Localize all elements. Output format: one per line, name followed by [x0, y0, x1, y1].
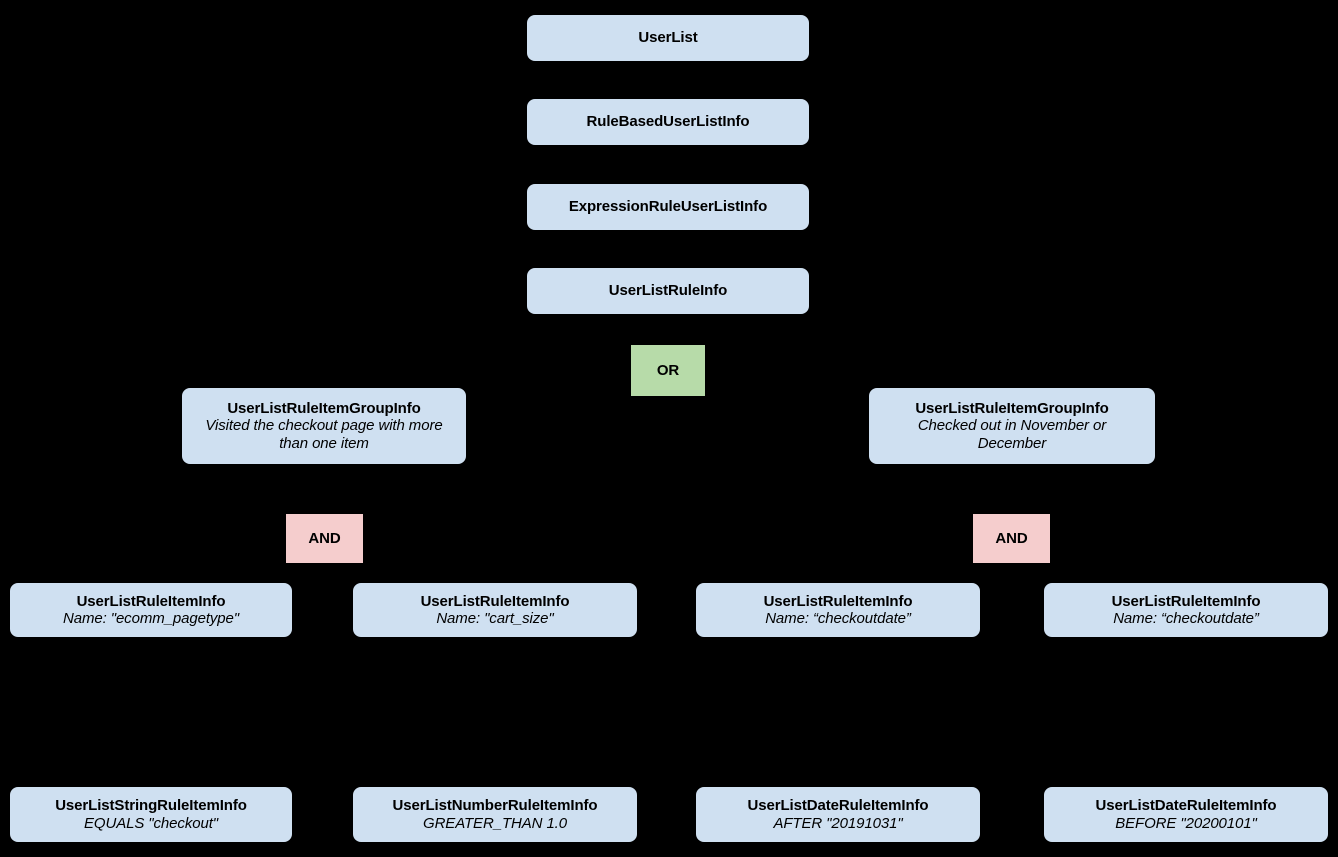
node-title: ExpressionRuleUserListInfo	[568, 198, 768, 216]
node-subtitle: EQUALS "checkout"	[83, 814, 218, 832]
node-subtitle: Visited the checkout page with more than…	[205, 417, 443, 452]
node-rule-based-user-list-info[interactable]: RuleBasedUserListInfo	[527, 99, 809, 145]
operator-label: AND	[308, 529, 341, 547]
node-title: UserListRuleItemGroupInfo	[915, 399, 1109, 417]
node-title: UserListDateRuleItemInfo	[1095, 797, 1277, 815]
node-subtitle: Checked out in November or December	[917, 417, 1107, 452]
node-title: UserList	[638, 29, 698, 47]
node-date-rule-item-info-after[interactable]: UserListDateRuleItemInfo AFTER "20191031…	[696, 787, 980, 842]
edge-or-groupleft	[323, 370, 632, 389]
operator-label: OR	[656, 361, 680, 379]
node-rule-item-cart-size[interactable]: UserListRuleItemInfo Name: "cart_size"	[353, 583, 637, 637]
node-expression-rule-user-list-info[interactable]: ExpressionRuleUserListInfo	[527, 184, 809, 230]
node-string-rule-item-info[interactable]: UserListStringRuleItemInfo EQUALS "check…	[10, 787, 292, 842]
node-rule-item-group-left[interactable]: UserListRuleItemGroupInfo Visited the ch…	[182, 388, 466, 464]
edge-andright-item4	[1040, 537, 1187, 583]
node-title: UserListRuleItemGroupInfo	[227, 399, 421, 417]
node-rule-item-group-right[interactable]: UserListRuleItemGroupInfo Checked out in…	[869, 388, 1155, 464]
node-subtitle: Name: "ecomm_pagetype"	[62, 610, 240, 627]
node-rule-item-checkoutdate-after[interactable]: UserListRuleItemInfo Name: “checkoutdate…	[696, 583, 980, 637]
node-user-list-rule-info[interactable]: UserListRuleInfo	[527, 268, 809, 314]
edge-andleft-item1	[150, 537, 295, 583]
node-title: UserListRuleInfo	[608, 282, 728, 300]
operator-node-and-right[interactable]: AND	[973, 514, 1050, 563]
node-subtitle: Name: "cart_size"	[436, 610, 554, 627]
node-user-list[interactable]: UserList	[527, 15, 809, 61]
node-title: UserListNumberRuleItemInfo	[392, 797, 598, 815]
node-title: UserListDateRuleItemInfo	[747, 797, 929, 815]
node-title: UserListRuleItemInfo	[763, 592, 913, 610]
node-title: UserListRuleItemInfo	[420, 592, 570, 610]
node-date-rule-item-info-before[interactable]: UserListDateRuleItemInfo BEFORE "2020010…	[1044, 787, 1328, 842]
node-subtitle: BEFORE "20200101"	[1115, 814, 1257, 832]
operator-label: AND	[995, 529, 1028, 547]
node-subtitle: Name: “checkoutdate”	[1113, 610, 1259, 627]
node-title: UserListStringRuleItemInfo	[55, 797, 247, 815]
node-title: UserListRuleItemInfo	[1111, 592, 1261, 610]
node-title: RuleBasedUserListInfo	[586, 113, 750, 131]
node-rule-item-ecomm-pagetype[interactable]: UserListRuleItemInfo Name: "ecomm_pagety…	[10, 583, 292, 637]
edge-or-groupright	[705, 370, 1012, 389]
node-subtitle: AFTER "20191031"	[773, 814, 903, 832]
operator-node-or[interactable]: OR	[631, 345, 705, 396]
edge-andright-item3	[837, 537, 982, 583]
operator-node-and-left[interactable]: AND	[286, 514, 363, 563]
node-rule-item-checkoutdate-before[interactable]: UserListRuleItemInfo Name: “checkoutdate…	[1044, 583, 1328, 637]
node-number-rule-item-info[interactable]: UserListNumberRuleItemInfo GREATER_THAN …	[353, 787, 637, 842]
node-subtitle: Name: “checkoutdate”	[765, 610, 911, 627]
node-title: UserListRuleItemInfo	[76, 592, 226, 610]
node-subtitle: GREATER_THAN 1.0	[423, 814, 567, 832]
edge-andleft-item2	[353, 537, 496, 583]
